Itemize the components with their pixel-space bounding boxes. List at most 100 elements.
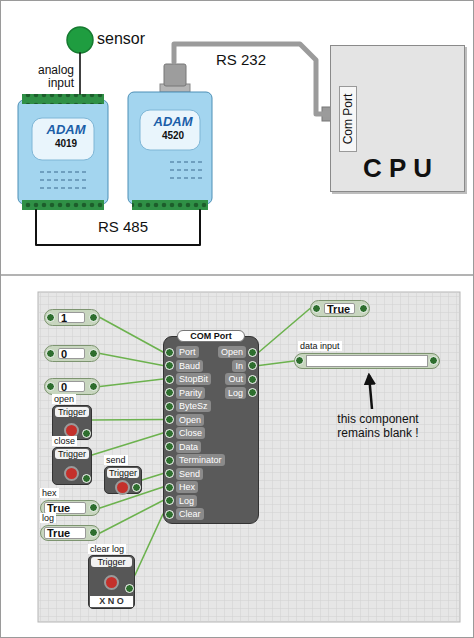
module-marking [170,169,202,171]
terminal-icon [165,510,174,519]
node-text: Open [176,414,204,426]
wire [100,318,163,353]
terminal-icon [132,483,141,492]
node-text: Hex [176,481,198,493]
trigger-button: sendTrigger [104,456,142,494]
node-text: X N O [90,596,133,607]
terminal-icon [312,304,321,313]
terminal-icon [89,528,98,537]
numeric-control: 0 [44,378,100,395]
node-text: Terminator [176,454,225,466]
callout-note: this component remains blank ! [316,412,440,440]
adam-4019-module: ADAM4019 [18,94,114,210]
red-button [115,480,130,495]
terminal-icon [165,402,174,411]
numeric-control: 1 [44,309,100,326]
terminal-icon [165,456,174,465]
terminal-screws [132,200,208,210]
terminal-icon [82,474,91,483]
node-text: ByteSz [176,400,211,412]
terminal-icon [429,356,438,365]
terminal-icon [248,388,257,397]
trigger-button: openTrigger [52,395,92,440]
node-text: Send [176,468,203,480]
module-marking [170,161,202,163]
terminal-icon [248,348,257,357]
string-indicator: data input [294,343,440,369]
com-port-block: COM PortPortOpenBaudInStopBitOutParityLo… [163,330,259,524]
node-text: data input [298,341,342,351]
wire [142,474,163,481]
cable [36,210,200,245]
node-text: Out [225,373,246,385]
wire [100,354,163,366]
trigger-button: clear logTriggerX N O [88,545,135,609]
node-text: True [47,527,70,540]
wire [100,379,163,387]
terminal-icon [46,382,55,391]
node-text: Trigger [107,468,139,478]
wire [100,501,163,534]
node-text: Baud [176,360,203,372]
numeric-control: 0 [44,345,100,362]
module-marking [40,179,86,181]
terminal-icon [125,584,134,593]
value-field [306,355,428,367]
module-body [128,92,212,204]
boolean-indicator: True [310,300,370,317]
node-text: Parity [176,387,205,399]
boolean-control: hexTrue [40,489,100,516]
terminal-screws [22,200,104,210]
terminal-icon [248,375,257,384]
terminal-icon [295,356,304,365]
terminal-icon [165,375,174,384]
terminal-icon [165,496,174,505]
module-body [18,100,108,204]
node-text: Port [176,346,199,358]
node-text: Log [225,387,246,399]
wire [92,419,163,421]
boolean-control: logTrue [40,514,100,541]
terminal-icon [165,483,174,492]
terminal-icon [46,349,55,358]
terminal-strip [132,200,208,210]
node-text: sensor [97,29,145,49]
wire [259,361,294,366]
wire-label: RS 485 [98,219,178,235]
node-text: C P U [331,153,464,183]
terminal-strip [22,94,104,104]
terminal-icon [248,361,257,370]
terminal-icon [359,304,368,313]
sensor-node: sensor [67,27,93,53]
com-port: Com Port [339,86,357,152]
red-button [64,466,79,481]
panel-grid [38,292,460,622]
node-text: close [52,436,77,446]
red-button [104,575,119,590]
node-text: 1 [61,311,67,325]
node-text: 4520 [128,130,218,142]
trigger-button: closeTrigger [52,437,92,485]
block-diagram-panel [38,292,460,622]
terminal-screws [22,94,104,104]
cable [79,53,81,94]
node-text: Close [176,427,205,439]
node-text: True [327,302,350,316]
node-text: COM Port [177,330,245,342]
node-text: Trigger [55,407,89,417]
node-text: open [52,394,76,404]
wire [92,433,163,455]
terminal-strip [22,200,104,210]
node-text: log [40,513,56,523]
terminal-icon [89,503,98,512]
node-text: ADAM [128,114,218,129]
node-text: Com Port [341,94,355,145]
terminal-icon [165,429,174,438]
node-text: 0 [61,380,67,394]
db9-connector [164,64,186,86]
terminal-icon [165,415,174,424]
module-marking [170,177,202,179]
